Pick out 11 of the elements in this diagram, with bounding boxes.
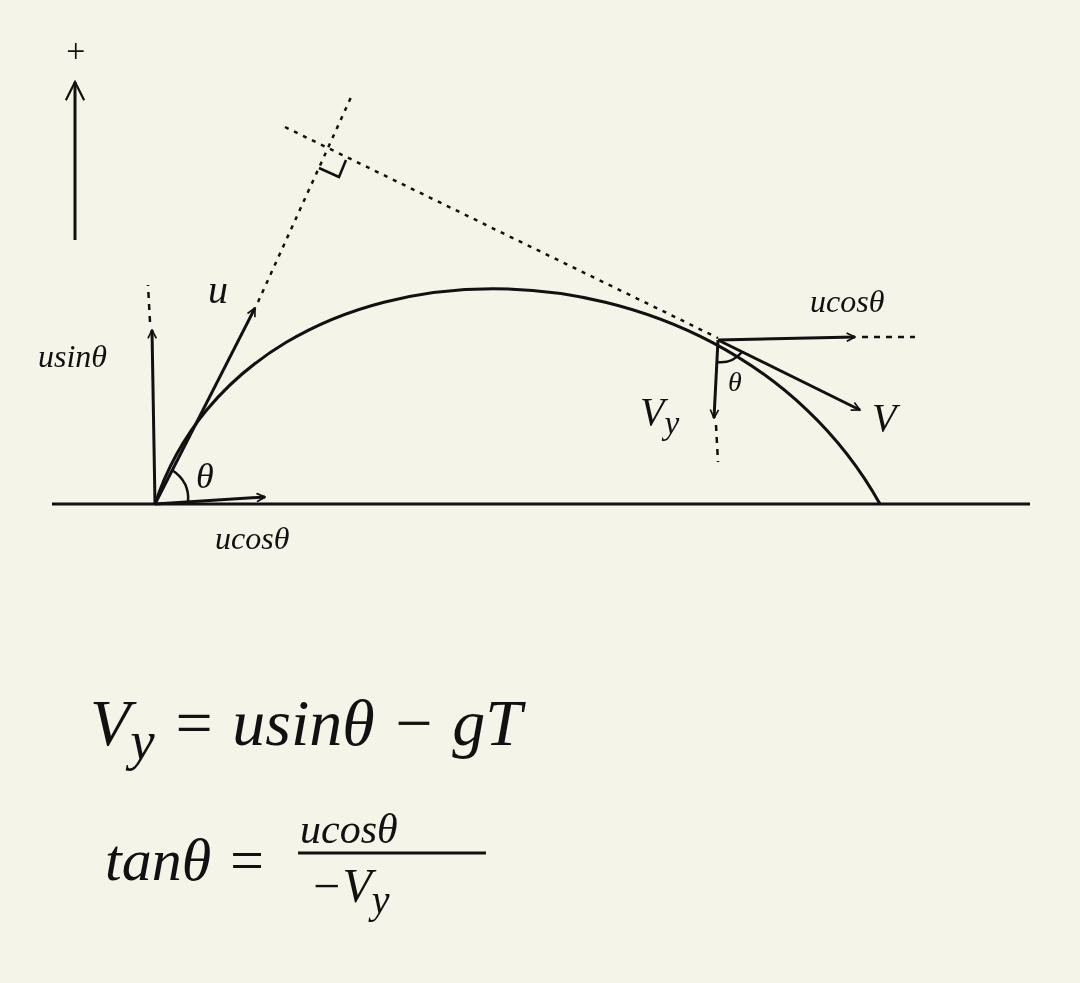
angle-label: θ: [728, 368, 742, 396]
fraction-numerator: ucosθ: [300, 808, 398, 850]
sign-label: +: [64, 34, 87, 68]
angle-label: θ: [196, 458, 214, 494]
fraction-denominator: −V$_{y}$: [310, 862, 390, 920]
vector-label: usinθ: [38, 340, 108, 372]
vector-label: ucosθ: [215, 522, 290, 554]
equation: tanθ =: [105, 830, 267, 890]
vector-label: u: [208, 270, 228, 310]
vector-label: V$_{y}$: [640, 392, 680, 440]
vector-label: ucosθ: [810, 285, 885, 317]
